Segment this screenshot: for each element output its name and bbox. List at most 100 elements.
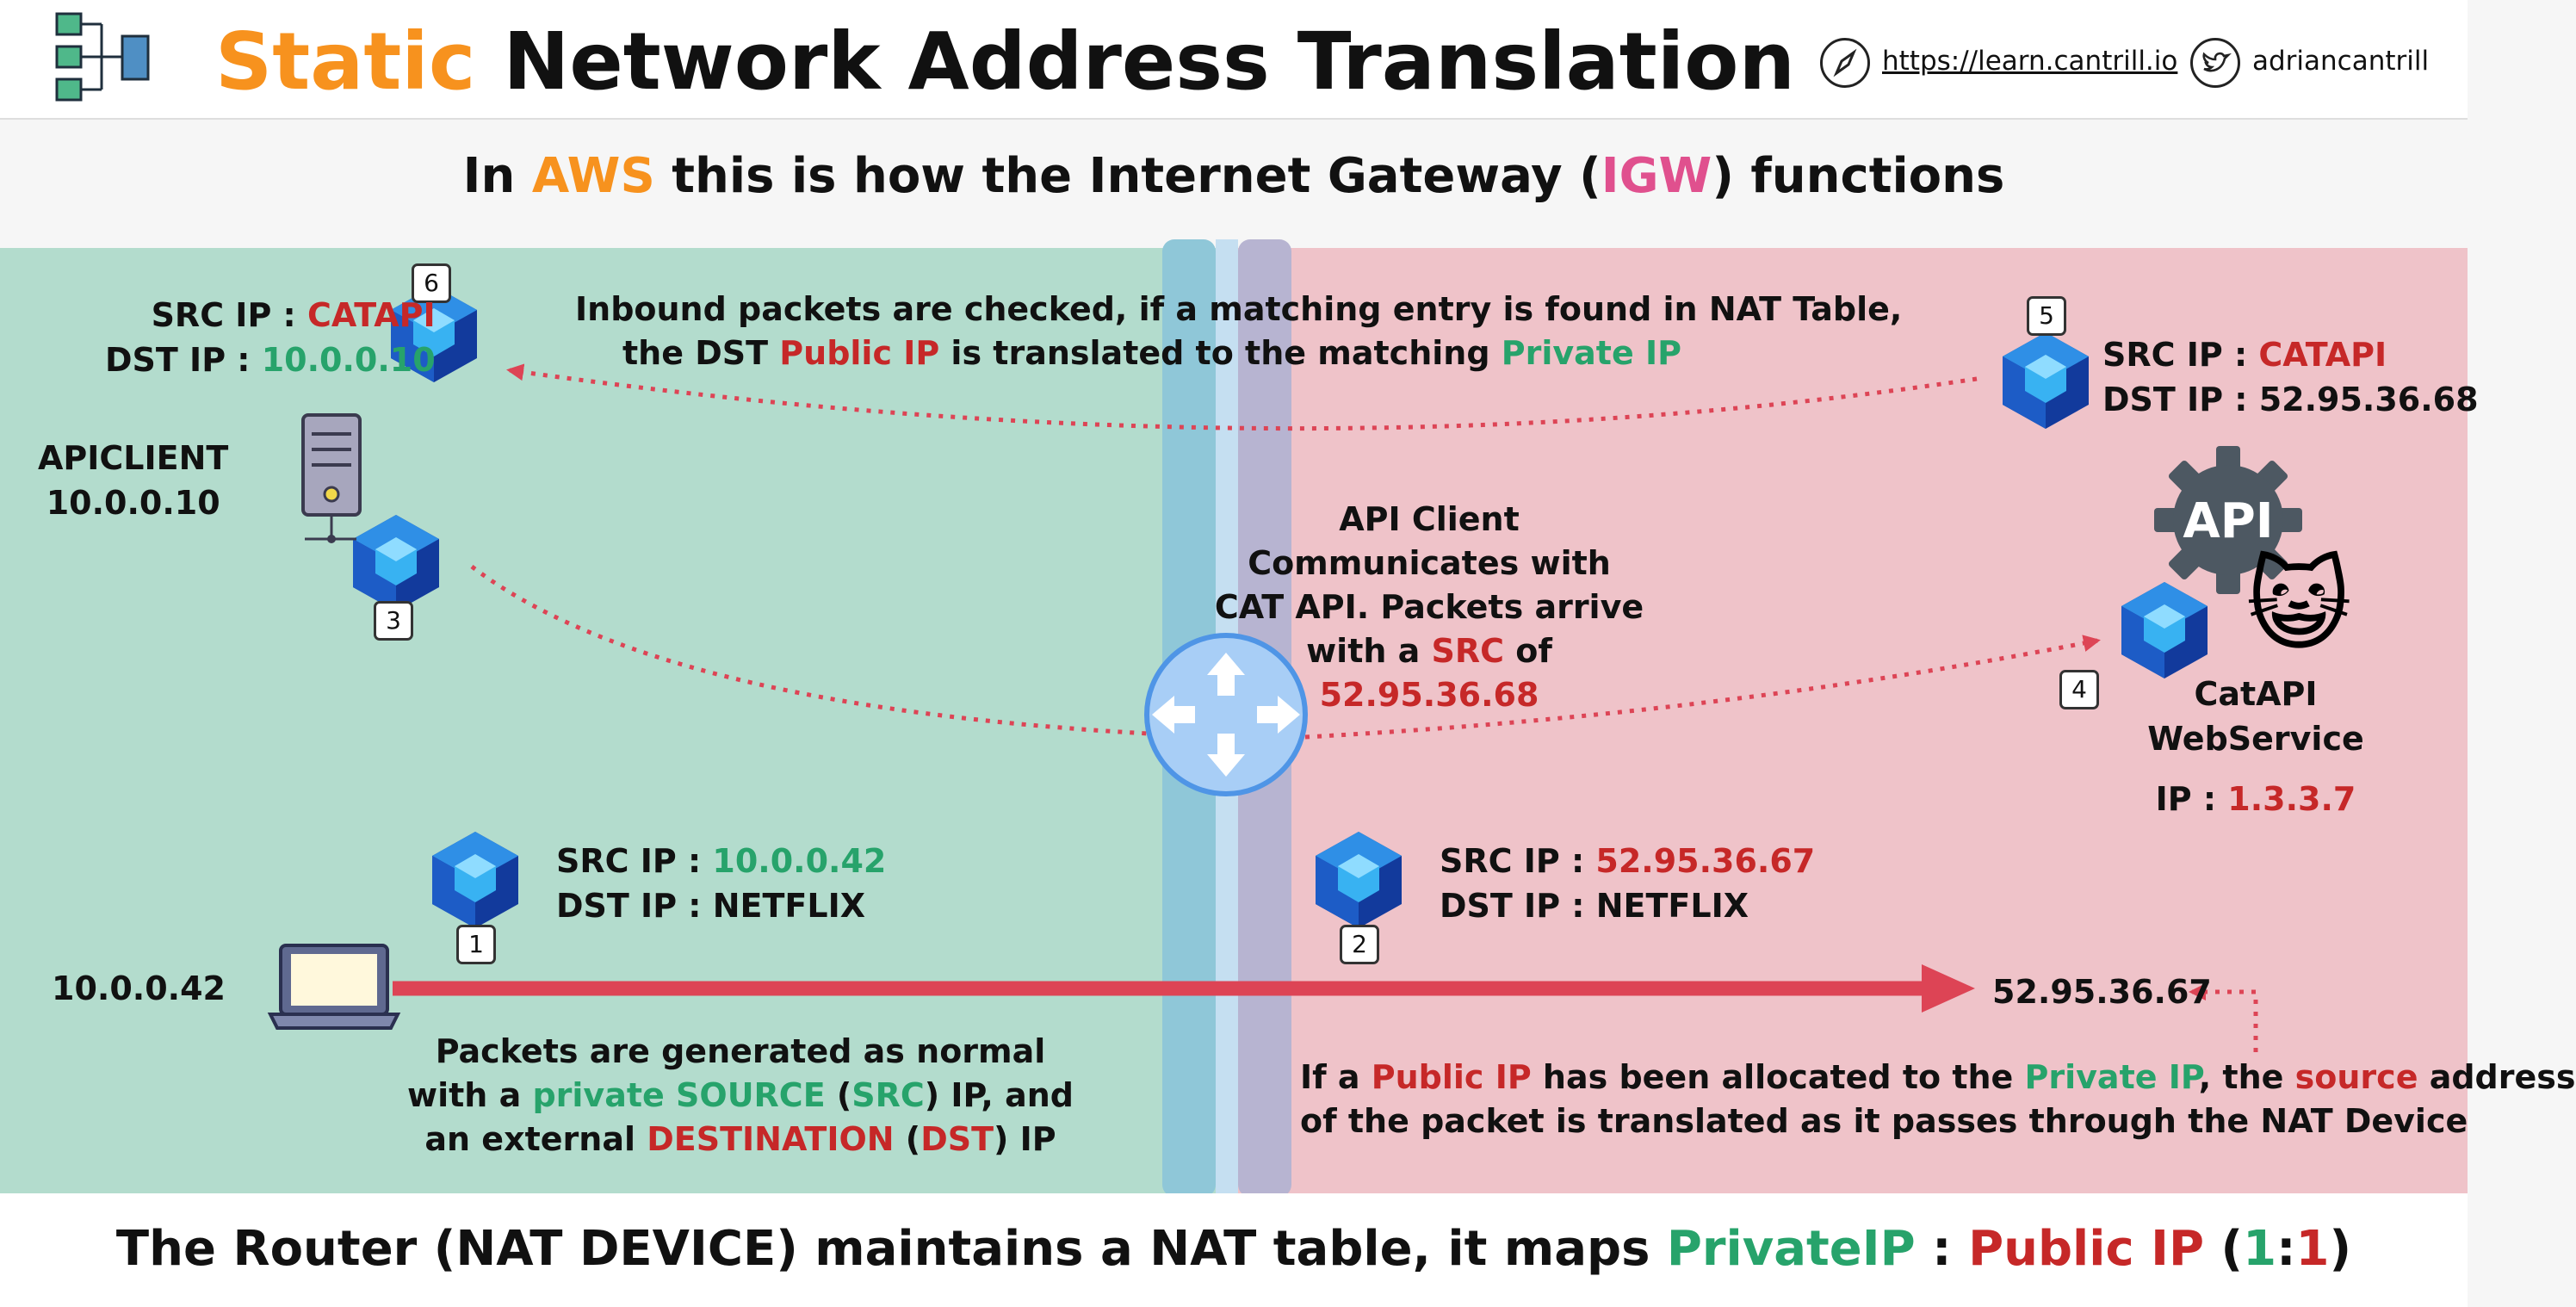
server-icon: [301, 413, 362, 543]
router-note-part: with a: [1306, 632, 1432, 670]
step-badge-5: 5: [2027, 296, 2066, 336]
packet-1-src: 10.0.0.42: [712, 842, 887, 880]
private-network-zone: [0, 248, 1216, 1193]
packet-2-src: 52.95.36.67: [1595, 842, 1816, 880]
header-bar: [0, 0, 2468, 120]
router-note-line: CAT API. Packets arrive: [1214, 588, 1644, 626]
subtitle-part: ) functions: [1712, 148, 2005, 204]
packet-5-label: SRC IP : CATAPI DST IP : 52.95.36.68: [2102, 332, 2479, 422]
footer-text: The Router (NAT DEVICE) maintains a NAT …: [0, 1221, 2468, 1277]
catapi-ip-label: IP :: [2155, 780, 2228, 818]
public-note-private: Private IP: [2024, 1058, 2199, 1096]
footer-part: :: [2276, 1221, 2296, 1277]
catapi-ip-value: 1.3.3.7: [2227, 780, 2356, 818]
packet-cube-icon: [432, 832, 518, 928]
api-gear-icon: API: [2154, 446, 2302, 594]
footer-ratio-left: 1: [2243, 1221, 2277, 1277]
packet-cube-icon: [353, 515, 439, 611]
private-note-line: Packets are generated as normal: [435, 1032, 1046, 1070]
twitter-handle-text[interactable]: adriancantrill: [2252, 46, 2430, 77]
public-note-line: of the packet is translated as it passes…: [1300, 1102, 2468, 1140]
title-highlight: Static: [215, 15, 476, 108]
step-badge-1: 1: [456, 925, 496, 964]
packet-2-label: SRC IP : 52.95.36.67 DST IP : NETFLIX: [1440, 839, 1815, 928]
private-note-part: (: [825, 1076, 852, 1114]
client-to-router-arrow: [470, 565, 1149, 736]
src-label: SRC IP :: [2102, 336, 2259, 374]
inbound-note-line: Inbound packets are checked, if a matchi…: [575, 290, 1903, 328]
subtitle: In AWS this is how the Internet Gateway …: [0, 148, 2468, 204]
packet-cube-icon: [2003, 332, 2089, 429]
inbound-note-part: the DST: [622, 334, 780, 372]
public-note-part: , the: [2198, 1058, 2295, 1096]
dst-label: DST IP :: [556, 887, 713, 925]
packet-5-dst: 52.95.36.68: [2258, 381, 2479, 418]
private-note-part: with a: [407, 1076, 533, 1114]
cat-emoji-icon: 😺: [2245, 546, 2351, 665]
subtitle-aws: AWS: [531, 148, 655, 204]
packet-cube-icon: [1316, 832, 1402, 928]
private-note-dst: DST: [920, 1120, 994, 1158]
packet-1-dst: NETFLIX: [712, 887, 866, 925]
inbound-note-private: Private IP: [1501, 334, 1681, 372]
course-link[interactable]: https://learn.cantrill.io: [1820, 34, 2177, 88]
router-note-src: SRC: [1431, 632, 1505, 670]
subtitle-part: this is how the Internet Gateway (: [654, 148, 1601, 204]
public-note: If a Public IP has been allocated to the…: [1300, 1056, 2576, 1143]
apiclient-label: APICLIENT 10.0.0.10: [38, 436, 228, 525]
footer-part: :: [1915, 1221, 1969, 1277]
src-label: SRC IP :: [1440, 842, 1596, 880]
course-link-text[interactable]: https://learn.cantrill.io: [1882, 46, 2178, 77]
network-logo-icon: [55, 12, 150, 102]
catapi-ip: IP : 1.3.3.7: [2127, 777, 2385, 821]
public-note-part: address: [2418, 1058, 2576, 1096]
apiclient-ip: 10.0.0.10: [46, 484, 220, 522]
laptop-ip: 10.0.0.42: [52, 969, 226, 1007]
apiclient-name: APICLIENT: [38, 439, 229, 477]
public-ip: 52.95.36.67: [1992, 973, 2212, 1011]
dst-label: DST IP :: [1440, 887, 1596, 925]
inbound-arrow: [506, 363, 1978, 431]
catapi-name: WebService: [2147, 720, 2364, 758]
inbound-note-public: Public IP: [779, 334, 940, 372]
footer-ratio-right: 1: [2295, 1221, 2330, 1277]
twitter-handle[interactable]: adriancantrill: [2190, 34, 2429, 88]
packet-6-label: SRC IP : CATAPI DST IP : 10.0.0.10: [105, 293, 436, 382]
footer-bar: [0, 1193, 2468, 1307]
dst-label: DST IP :: [2102, 381, 2259, 418]
router-note-line: API Client: [1339, 500, 1520, 538]
packet-cube-icon: [2121, 582, 2208, 678]
inbound-note-part: is translated to the matching: [939, 334, 1502, 372]
packet-2-dst: NETFLIX: [1595, 887, 1749, 925]
packet-5-src: CATAPI: [2258, 336, 2387, 374]
private-note-part: (: [894, 1120, 921, 1158]
page-title: Static Network Address Translation: [215, 10, 1795, 114]
subtitle-igw: IGW: [1601, 148, 1712, 204]
step-badge-4: 4: [2059, 670, 2099, 709]
catapi-name: CatAPI: [2194, 675, 2318, 713]
packet-6-src: CATAPI: [307, 296, 436, 334]
packet-1-label: SRC IP : 10.0.0.42 DST IP : NETFLIX: [556, 839, 886, 928]
src-label: SRC IP :: [556, 842, 713, 880]
private-note-part: an external: [424, 1120, 647, 1158]
private-note-src: SRC: [851, 1076, 925, 1114]
router-note-ip: 52.95.36.68: [1319, 676, 1539, 714]
subtitle-part: In: [462, 148, 532, 204]
twitter-icon: [2190, 37, 2240, 88]
footer-private: PrivateIP: [1666, 1221, 1916, 1277]
step-badge-3: 3: [374, 601, 413, 641]
public-note-public: Public IP: [1371, 1058, 1532, 1096]
router-icon: [1144, 633, 1308, 796]
private-note-destination: DESTINATION: [647, 1120, 895, 1158]
footer-public: Public IP: [1968, 1221, 2205, 1277]
packet-6-dst: 10.0.0.10: [261, 341, 436, 379]
public-note-part: If a: [1300, 1058, 1372, 1096]
catapi-label: CatAPI WebService: [2127, 672, 2385, 761]
public-note-source: source: [2294, 1058, 2418, 1096]
compass-icon: [1820, 37, 1870, 88]
footer-part: The Router (NAT DEVICE) maintains a NAT …: [115, 1221, 1667, 1277]
inbound-note: Inbound packets are checked, if a matchi…: [575, 288, 1903, 375]
public-note-part: has been allocated to the: [1531, 1058, 2025, 1096]
step-badge-2: 2: [1340, 925, 1379, 964]
dst-label: DST IP :: [105, 341, 262, 379]
